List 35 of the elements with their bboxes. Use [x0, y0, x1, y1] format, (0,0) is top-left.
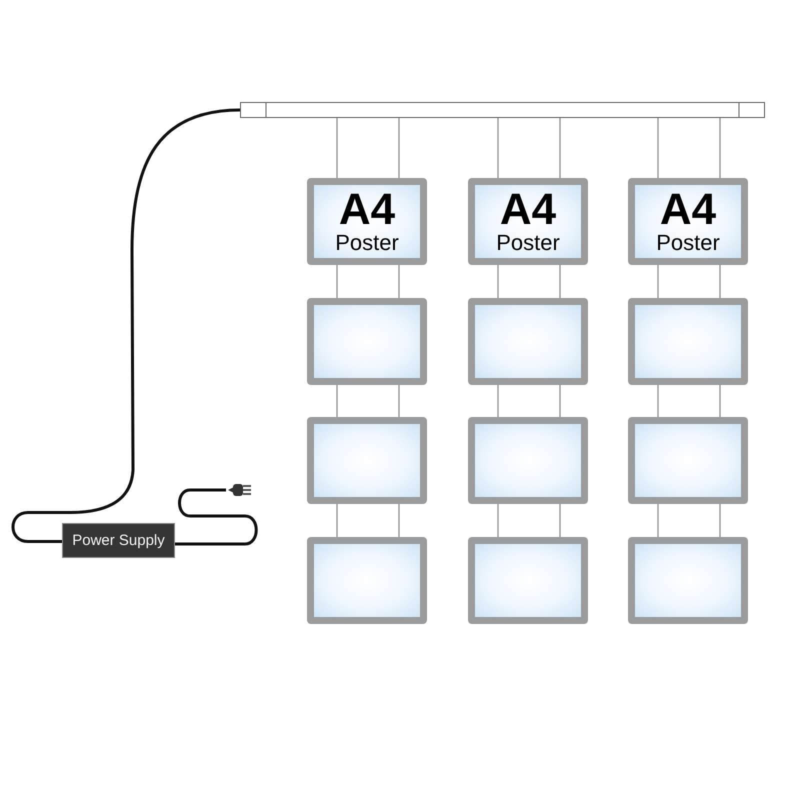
poster-label: Poster	[656, 230, 720, 254]
light-panel	[468, 417, 588, 504]
hanging-wire	[497, 264, 561, 299]
light-panel	[307, 537, 427, 624]
light-panel	[628, 298, 748, 385]
light-panel	[307, 298, 427, 385]
hanging-wire	[497, 503, 561, 538]
hanging-wire	[336, 384, 400, 418]
size-label: A4	[660, 188, 716, 230]
poster-panel	[468, 178, 588, 265]
poster-label: Poster	[496, 230, 560, 254]
size-label: A4	[338, 188, 396, 230]
light-panel	[468, 298, 588, 385]
power-cable	[175, 488, 258, 546]
hanging-wire	[657, 117, 721, 179]
hanging-wire	[336, 264, 400, 299]
size-label: A4	[500, 188, 556, 230]
light-panel	[468, 537, 588, 624]
power-supply-box	[62, 523, 175, 558]
power-cable	[12, 108, 240, 543]
light-bar	[240, 102, 765, 118]
hanging-wire	[336, 117, 400, 179]
poster-panel	[628, 178, 748, 265]
light-panel	[628, 537, 748, 624]
poster-panel	[307, 178, 427, 265]
hanging-wire	[336, 503, 400, 538]
hanging-wire	[497, 117, 561, 179]
hanging-wire	[657, 503, 721, 538]
poster-label: Poster	[335, 230, 399, 254]
hanging-wire	[657, 384, 721, 418]
light-panel	[307, 417, 427, 504]
hanging-wire	[657, 264, 721, 299]
hanging-wire	[497, 384, 561, 418]
device-label: Power Supply	[72, 532, 165, 549]
light-panel	[628, 417, 748, 504]
